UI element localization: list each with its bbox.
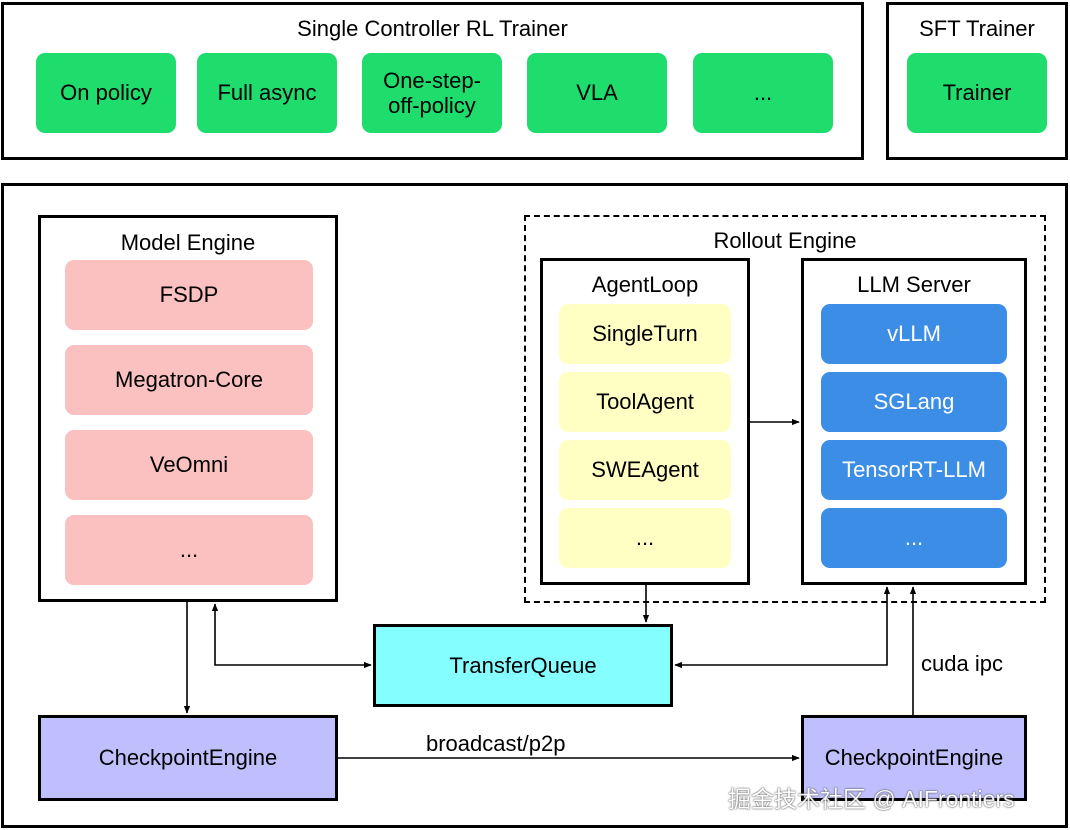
model-engine-item-megatron-core: Megatron-Core — [65, 345, 313, 415]
watermark-text: 掘金技术社区 @ AIFrontiers — [728, 786, 1015, 812]
agent-item-sweagent: SWEAgent — [559, 440, 731, 500]
sft-trainer-title: SFT Trainer — [919, 16, 1035, 41]
llm-item-vllm: vLLM — [821, 304, 1007, 364]
rl-item-more: ... — [693, 53, 833, 133]
rl-trainer-group: Single Controller RL Trainer On policy F… — [1, 2, 864, 160]
model-engine-group: Model Engine FSDP Megatron-Core VeOmni .… — [38, 215, 338, 602]
rl-item-vla: VLA — [527, 53, 667, 133]
edge-label-broadcast-p2p: broadcast/p2p — [426, 731, 566, 756]
rl-trainer-title: Single Controller RL Trainer — [297, 16, 568, 41]
model-engine-item-veomni: VeOmni — [65, 430, 313, 500]
checkpoint-engine-right: CheckpointEngine — [801, 715, 1027, 801]
llm-item-sglang: SGLang — [821, 372, 1007, 432]
agent-item-more: ... — [559, 508, 731, 568]
llm-item-more: ... — [821, 508, 1007, 568]
model-engine-title: Model Engine — [120, 230, 256, 255]
llm-server-group: LLM Server vLLM SGLang TensorRT-LLM ... — [801, 258, 1027, 585]
agent-loop-group: AgentLoop SingleTurn ToolAgent SWEAgent … — [540, 258, 750, 585]
agent-loop-title: AgentLoop — [591, 272, 699, 297]
agent-item-singleturn: SingleTurn — [559, 304, 731, 364]
model-engine-item-more: ... — [65, 515, 313, 585]
llm-server-title: LLM Server — [857, 272, 971, 297]
transfer-queue-box: TransferQueue — [373, 624, 673, 707]
sft-item-trainer: Trainer — [907, 53, 1047, 133]
rl-item-on-policy: On policy — [36, 53, 176, 133]
llm-item-tensorrt-llm: TensorRT-LLM — [821, 440, 1007, 500]
agent-item-toolagent: ToolAgent — [559, 372, 731, 432]
edge-label-cuda-ipc: cuda ipc — [921, 651, 1003, 676]
model-engine-item-fsdp: FSDP — [65, 260, 313, 330]
rollout-engine-title: Rollout Engine — [713, 228, 857, 253]
rl-item-one-step-off-policy: One-step- off-policy — [362, 53, 502, 133]
sft-trainer-group: SFT Trainer Trainer — [886, 2, 1068, 160]
rl-item-full-async: Full async — [197, 53, 337, 133]
checkpoint-engine-left: CheckpointEngine — [38, 715, 338, 801]
